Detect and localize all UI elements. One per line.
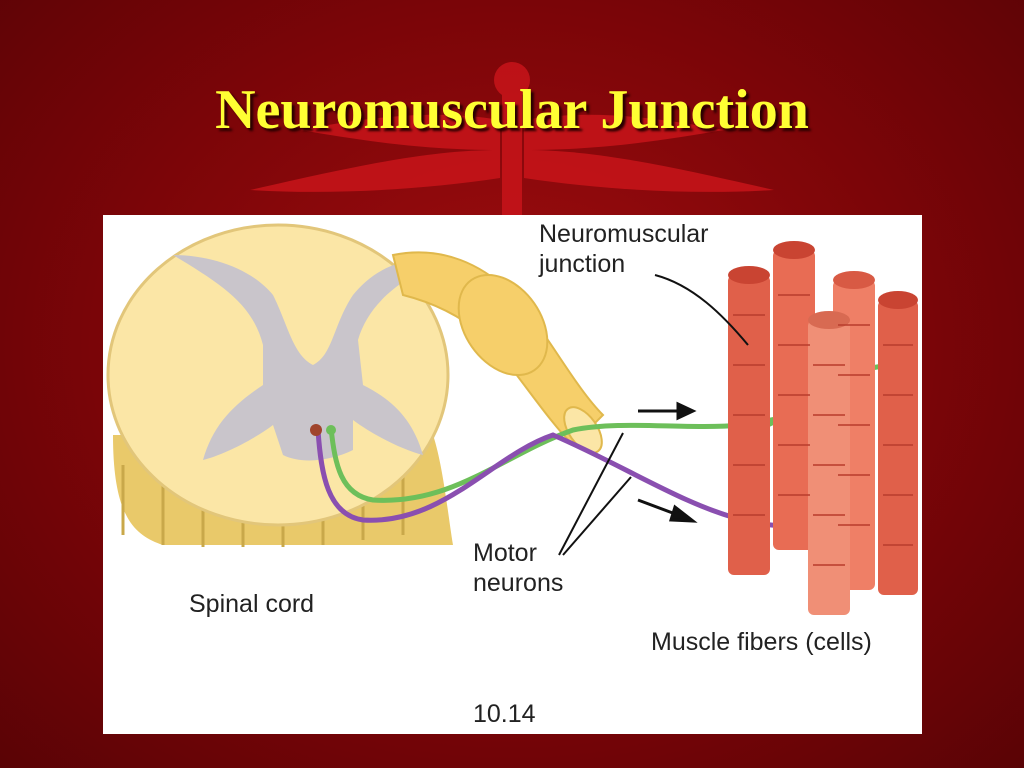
- leader-lines: [558, 274, 749, 556]
- label-spinal-cord: Spinal cord: [189, 590, 315, 618]
- neuron-cell-body-red: [310, 424, 322, 436]
- slide-title: Neuromuscular Junction: [215, 79, 809, 141]
- neuromuscular-diagram-graphic: [106, 223, 918, 615]
- direction-arrows: [637, 401, 698, 523]
- diagram-figure: Neuromuscular junction Motor neurons Spi…: [103, 215, 922, 734]
- label-motor-neurons-line1: Motor: [473, 539, 537, 567]
- label-neuromuscular-junction-line2: junction: [539, 250, 626, 278]
- label-motor-neurons-line2: neurons: [473, 569, 564, 597]
- figure-number: 10.14: [473, 700, 536, 728]
- label-neuromuscular-junction-line1: Neuromuscular: [539, 220, 709, 248]
- spinal-cord-illustration: [106, 223, 605, 547]
- muscle-fibers-illustration: [728, 241, 918, 615]
- label-motor-neurons: Motor neurons: [473, 538, 563, 598]
- label-muscle-fibers: Muscle fibers (cells): [651, 628, 872, 656]
- label-neuromuscular-junction: Neuromuscular junction: [539, 219, 709, 279]
- neuron-cell-body-green: [326, 425, 336, 435]
